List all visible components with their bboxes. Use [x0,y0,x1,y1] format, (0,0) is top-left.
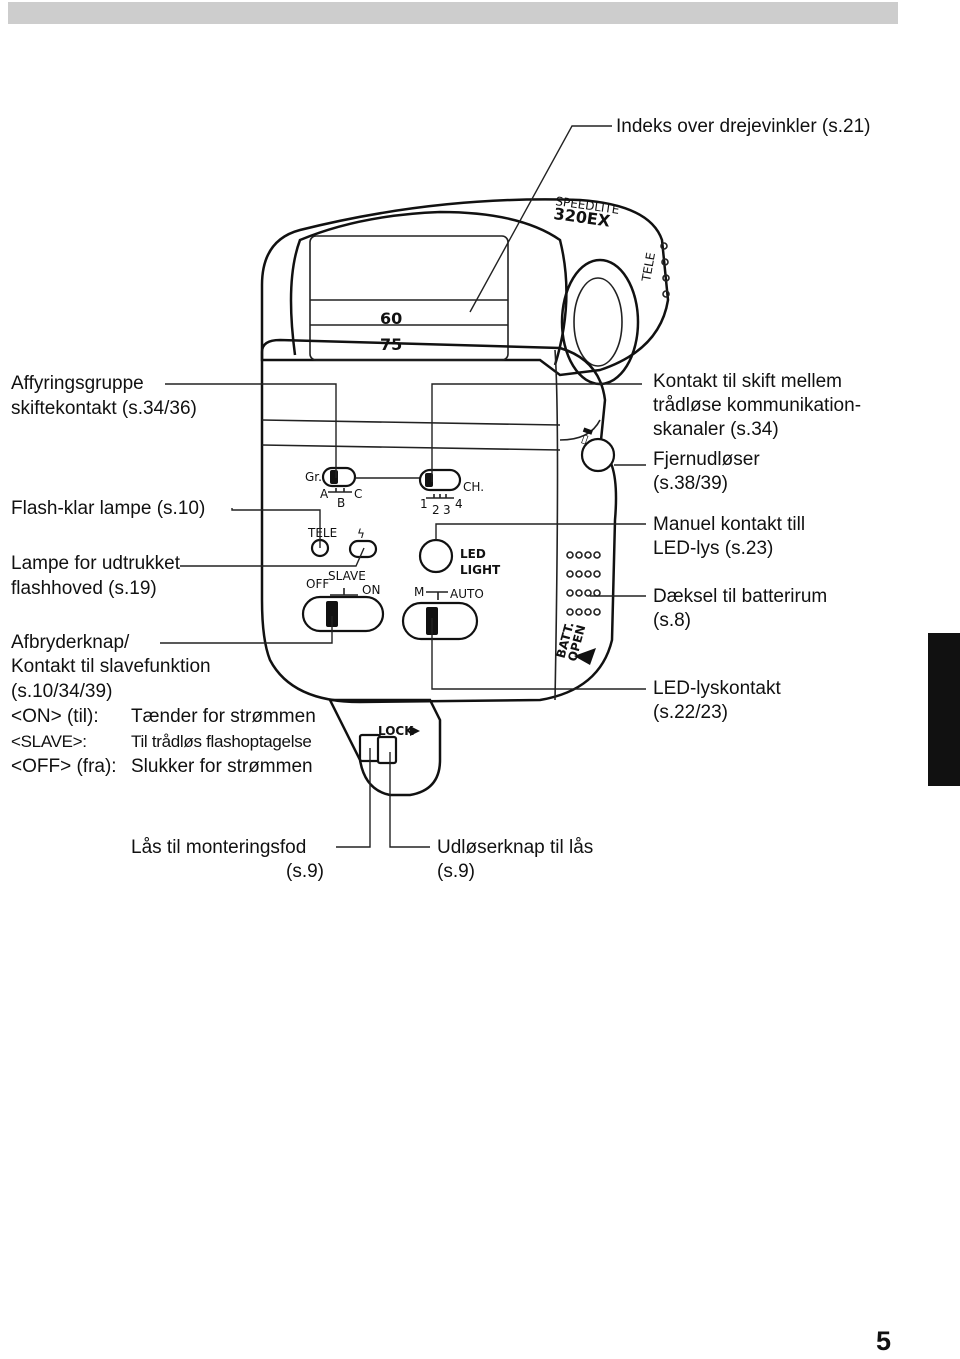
label-on-val: Tænder for strømmen [131,706,316,727]
label-flash-ready: Flash-klar lampe (s.10) [11,498,206,519]
flash-body: ▭▮ [260,338,618,704]
label-led-switch-1: LED-lyskontakt [653,678,781,699]
flash-head: 60 75 SPEEDLITE 320EX TELE [260,194,670,386]
channel-switch[interactable]: CH. 1 2 3 4 [418,468,484,517]
label-battery-2: (s.8) [653,610,691,631]
led-controls[interactable]: LED LIGHT M AUTO [401,538,501,641]
label-channel-2: trådløse kommunikation- [653,395,862,416]
power-switch[interactable]: SLAVE OFF ON [301,569,385,633]
gr-a-label: A [320,487,329,501]
zoom-60-label: 60 [380,309,402,328]
ch-1-label: 1 [420,497,428,511]
tele-side-label: TELE [639,251,658,283]
tele-label: TELE [307,526,337,540]
label-slave-val: Til trådløs flashoptagelse [131,732,312,751]
group-switch[interactable]: Gr. A B C [305,466,420,510]
battery-cover[interactable]: BATT. OPEN [554,551,601,665]
label-mount-lock-1: Lås til monteringsfod [131,837,307,858]
label-power-1: Afbryderknap/ [11,632,130,653]
label-group-switch-1: Affyringsgruppe [11,373,144,394]
label-off-key: <OFF> (fra): [11,756,117,777]
slave-label: SLAVE [328,569,366,583]
header-bar [8,2,898,24]
ch-label: CH. [463,480,484,494]
zoom-75-label: 75 [380,335,402,354]
label-lamp-head-1: Lampe for udtrukket [11,553,180,574]
label-lamp-head-2: flashhoved (s.19) [11,578,157,599]
label-index: Indeks over drejevinkler (s.21) [616,116,871,137]
label-remote-2: (s.38/39) [653,473,728,494]
ch-4-label: 4 [455,497,463,511]
label-on-key: <ON> (til): [11,706,99,727]
leader-lines [160,125,646,848]
ch-2-label: 2 [432,503,440,517]
label-battery-1: Dæksel til batterirum [653,586,828,607]
gr-b-label: B [337,496,345,510]
mounting-foot[interactable]: LOCK [327,698,442,797]
label-manual-led-1: Manuel kontakt till [653,514,806,535]
label-mount-lock-2: (s.9) [286,861,324,882]
led-label: LED [460,547,486,561]
page-number: 5 [876,1326,892,1356]
gr-label: Gr. [305,470,322,484]
label-led-switch-2: (s.22/23) [653,702,728,723]
bolt-label: ϟ [357,527,365,541]
lock-label: LOCK [378,724,414,738]
label-remote-1: Fjernudløser [653,449,760,470]
m-label: M [414,585,424,599]
label-off-val: Slukker for strømmen [131,756,313,777]
label-channel-1: Kontakt til skift mellem [653,371,842,392]
ch-3-label: 3 [443,503,451,517]
label-power-2: Kontakt til slavefunktion [11,656,211,677]
label-group-switch-2: skiftekontakt (s.34/36) [11,398,197,419]
indicator-lamps: TELE ϟ [307,526,378,559]
gr-c-label: C [354,487,362,501]
label-manual-led-2: LED-lys (s.23) [653,538,774,559]
label-release-2: (s.9) [437,861,475,882]
label-power-3: (s.10/34/39) [11,681,113,702]
off-label: OFF [306,577,329,591]
light-label: LIGHT [460,563,501,577]
auto-label: AUTO [450,587,484,601]
label-release-1: Udløserknap til lås [437,837,594,858]
label-channel-3: skanaler (s.34) [653,419,779,440]
section-tab [928,633,960,786]
on-label: ON [362,583,380,597]
label-slave-key: <SLAVE>: [11,732,87,751]
svg-text:▭▮: ▭▮ [575,425,594,447]
